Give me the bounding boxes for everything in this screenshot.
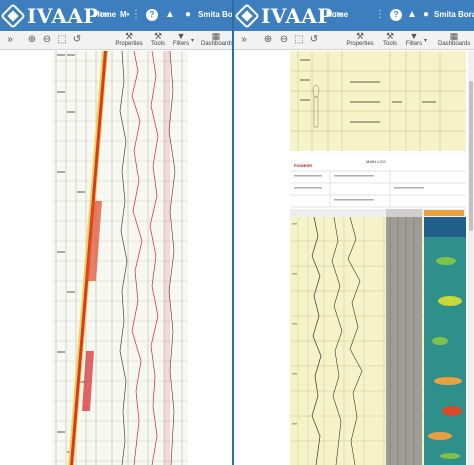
- filters-button[interactable]: ▼ Filters: [405, 32, 423, 49]
- tools-button[interactable]: ⚒ Tools: [381, 32, 399, 49]
- tools-label: Tools: [150, 41, 165, 47]
- filters-dropdown-icon[interactable]: ▾: [191, 38, 195, 44]
- dashboards-label: Dashboards: [438, 41, 471, 47]
- filters-label: Filters: [405, 41, 423, 47]
- wrench-icon: ⚒: [124, 31, 134, 41]
- dashboards-label: Dashboards: [201, 41, 232, 47]
- nav-menu-link[interactable]: M•: [120, 10, 130, 19]
- filter-icon: ▼: [409, 31, 419, 41]
- dashboard-icon: ▦: [449, 31, 459, 41]
- filter-icon: ▼: [176, 31, 186, 41]
- filters-dropdown-icon[interactable]: ▾: [424, 38, 428, 44]
- properties-label: Properties: [115, 41, 143, 47]
- dashboards-button[interactable]: ▦ Dashboards: [201, 31, 232, 49]
- well-log-viewport-left[interactable]: [0, 51, 232, 465]
- zoom-rectangle-icon[interactable]: ⬚: [294, 34, 304, 45]
- company-wordmark: PIONEER: [294, 163, 312, 168]
- properties-button[interactable]: ⚒ Properties: [346, 32, 374, 49]
- tools-label: Tools: [382, 41, 397, 47]
- zoom-in-icon[interactable]: ⊕: [27, 34, 37, 45]
- zoom-in-icon[interactable]: ⊕: [263, 34, 273, 45]
- logo-trademark: TM: [99, 12, 109, 19]
- collapse-panel-icon[interactable]: »: [7, 34, 13, 45]
- user-name[interactable]: Smita Bora: [434, 10, 474, 19]
- user-name[interactable]: Smita Bora: [198, 10, 232, 19]
- ivaap-logo-icon: [0, 2, 26, 29]
- user-avatar-icon[interactable]: ●: [184, 9, 192, 20]
- logo-text: IVAAP: [261, 3, 333, 28]
- well-log-image-right: PIONEER MAIN LOG: [290, 51, 466, 465]
- help-icon[interactable]: ?: [146, 9, 158, 21]
- reset-view-icon[interactable]: ↺: [72, 34, 82, 45]
- user-avatar-icon[interactable]: ●: [422, 9, 430, 20]
- logo-text: IVAAP: [27, 3, 99, 28]
- help-icon[interactable]: ?: [390, 9, 402, 21]
- nav-home-link[interactable]: Home: [94, 10, 117, 19]
- dashboards-button[interactable]: ▦ Dashboards: [438, 32, 470, 49]
- zoom-out-icon[interactable]: ⊖: [279, 34, 289, 45]
- vertical-scrollbar[interactable]: [468, 51, 474, 465]
- dashboard-icon: ▦: [211, 31, 221, 41]
- filters-label: Filters: [172, 41, 190, 47]
- zoom-out-icon[interactable]: ⊖: [42, 34, 52, 45]
- zoom-rectangle-icon[interactable]: ⬚: [57, 34, 67, 45]
- nav-home-link[interactable]: Home: [326, 10, 349, 19]
- properties-button[interactable]: ⚒ Properties: [115, 32, 143, 49]
- tools-icon: ⚒: [385, 31, 395, 41]
- filters-button[interactable]: ▼ Filters: [172, 32, 190, 49]
- tools-button[interactable]: ⚒ Tools: [149, 32, 167, 49]
- properties-label: Properties: [346, 41, 374, 47]
- reset-view-icon[interactable]: ↺: [309, 34, 319, 45]
- viewer-toolbar: » ⊕ ⊖ ⬚ ↺ ⚒ Properties ⚒ Tools ▼ Filters…: [234, 31, 474, 50]
- log-title: MAIN LOG: [366, 159, 386, 164]
- ivaap-logo-icon: [234, 2, 260, 29]
- more-menu-icon[interactable]: ⋮: [131, 9, 141, 20]
- notification-bell-icon[interactable]: ▲: [165, 9, 175, 20]
- well-log-image-left: [52, 51, 188, 465]
- logo-trademark: TM: [333, 12, 343, 19]
- more-menu-icon[interactable]: ⋮: [375, 9, 385, 20]
- collapse-panel-icon[interactable]: »: [241, 34, 247, 45]
- viewer-toolbar: » ⊕ ⊖ ⬚ ↺ ⚒ Properties ⚒ Tools ▼ Filters…: [0, 31, 232, 50]
- wrench-icon: ⚒: [355, 31, 365, 41]
- scrollbar-thumb[interactable]: [469, 81, 473, 231]
- pane-splitter[interactable]: [232, 0, 234, 465]
- well-log-viewport-right[interactable]: PIONEER MAIN LOG: [234, 51, 474, 465]
- notification-bell-icon[interactable]: ▲: [407, 9, 417, 20]
- tools-icon: ⚒: [153, 31, 163, 41]
